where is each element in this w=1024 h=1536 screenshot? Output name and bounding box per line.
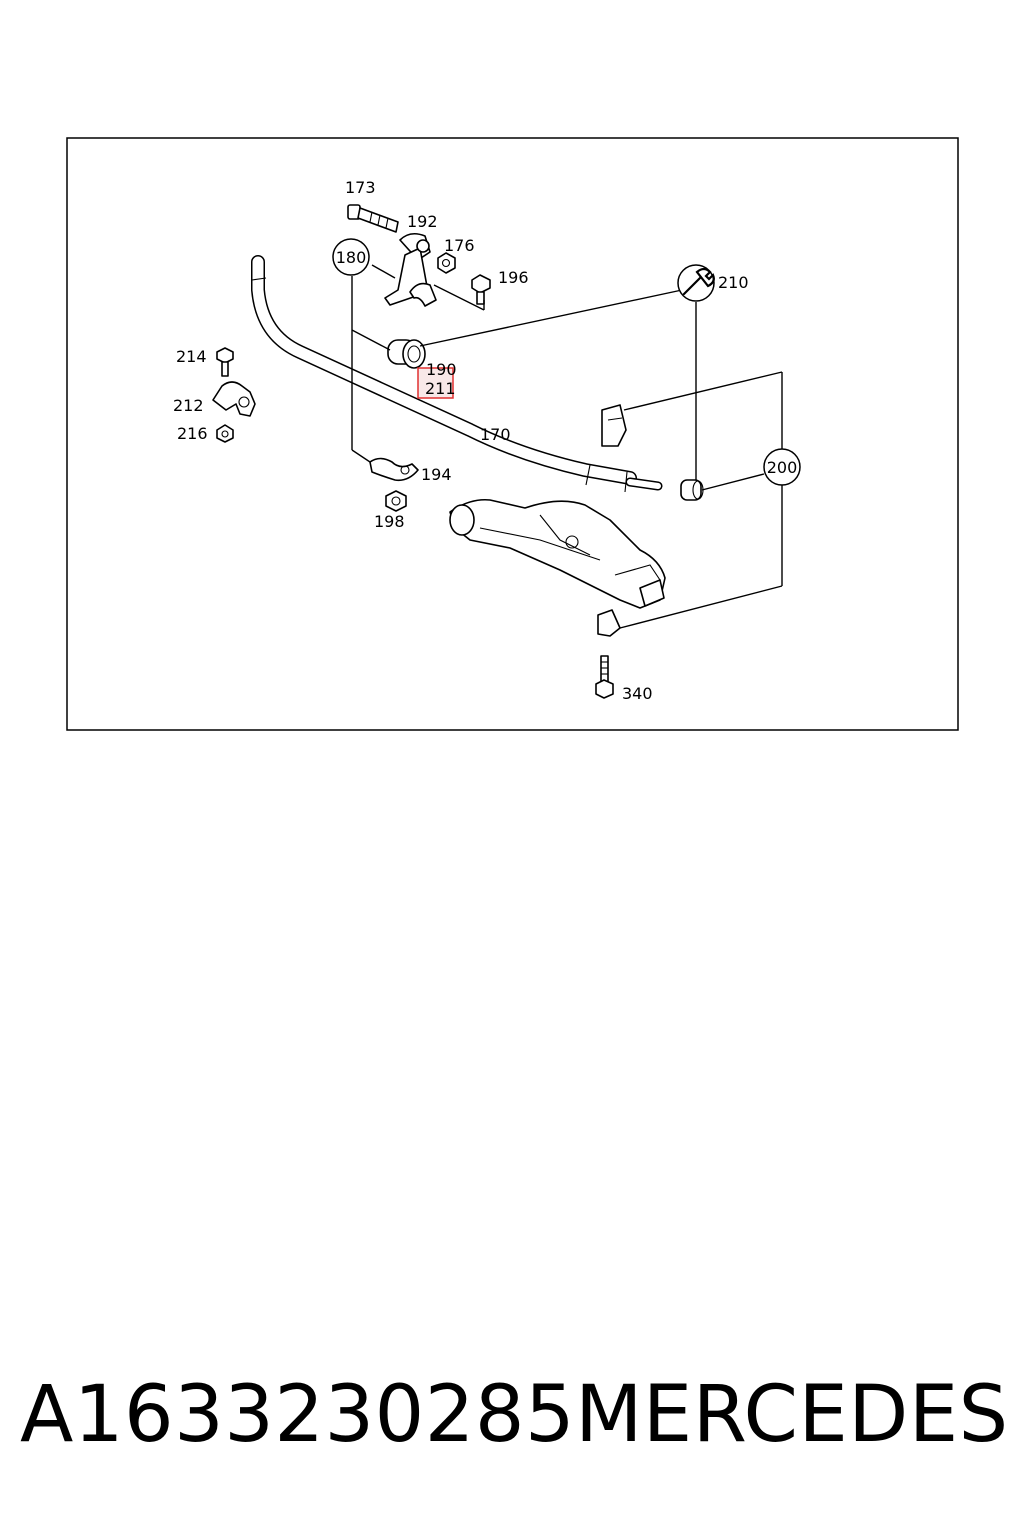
callout-196: 196 bbox=[498, 268, 529, 287]
callout-340: 340 bbox=[622, 684, 653, 703]
stabilizer-bar bbox=[251, 255, 663, 493]
callout-198: 198 bbox=[374, 512, 405, 531]
rubber-mount-upper-icon bbox=[601, 404, 627, 447]
callout-192: 192 bbox=[407, 212, 438, 231]
bushing-link-icon bbox=[680, 479, 704, 501]
callout-circle-200 bbox=[763, 448, 801, 486]
callout-216: 216 bbox=[177, 424, 208, 443]
rubber-mount-lower-icon bbox=[597, 609, 621, 637]
bushing-190-icon bbox=[387, 339, 426, 369]
footer: A1633230285 MERCEDES bbox=[20, 1370, 1008, 1460]
callout-190: 190 bbox=[426, 360, 457, 379]
wrench-icon bbox=[682, 267, 715, 296]
part-number: A1633230285 bbox=[20, 1370, 576, 1460]
bracket-194-icon bbox=[369, 457, 419, 482]
bracket-192-icon bbox=[384, 232, 437, 307]
callout-circle-180 bbox=[332, 238, 370, 276]
callout-173: 173 bbox=[345, 178, 376, 197]
callout-212: 212 bbox=[173, 396, 204, 415]
callout-211: 211 bbox=[425, 379, 456, 398]
callout-180: 180 bbox=[336, 248, 367, 267]
bolt-173-icon bbox=[347, 204, 399, 233]
parts-diagram: 173 192 176 196 180 210 214 212 216 190 … bbox=[66, 137, 959, 731]
highlight-box-211 bbox=[417, 367, 454, 399]
clamp-212-icon bbox=[212, 381, 256, 417]
callout-176: 176 bbox=[444, 236, 475, 255]
nut-198-icon bbox=[385, 490, 407, 512]
bolt-340-icon bbox=[595, 655, 614, 699]
nut-176-icon bbox=[437, 252, 456, 274]
callout-210: 210 bbox=[718, 273, 749, 292]
diagram-frame bbox=[66, 137, 959, 731]
callout-200: 200 bbox=[767, 458, 798, 477]
leader-lines bbox=[351, 264, 783, 629]
callout-214: 214 bbox=[176, 347, 207, 366]
callout-170: 170 bbox=[480, 425, 511, 444]
callout-194: 194 bbox=[421, 465, 452, 484]
control-arm-icon bbox=[449, 498, 666, 609]
nut-216-icon bbox=[216, 424, 234, 443]
brand-name: MERCEDES bbox=[575, 1370, 1009, 1460]
bolt-214-icon bbox=[216, 347, 234, 377]
bolt-196-icon bbox=[471, 274, 491, 305]
